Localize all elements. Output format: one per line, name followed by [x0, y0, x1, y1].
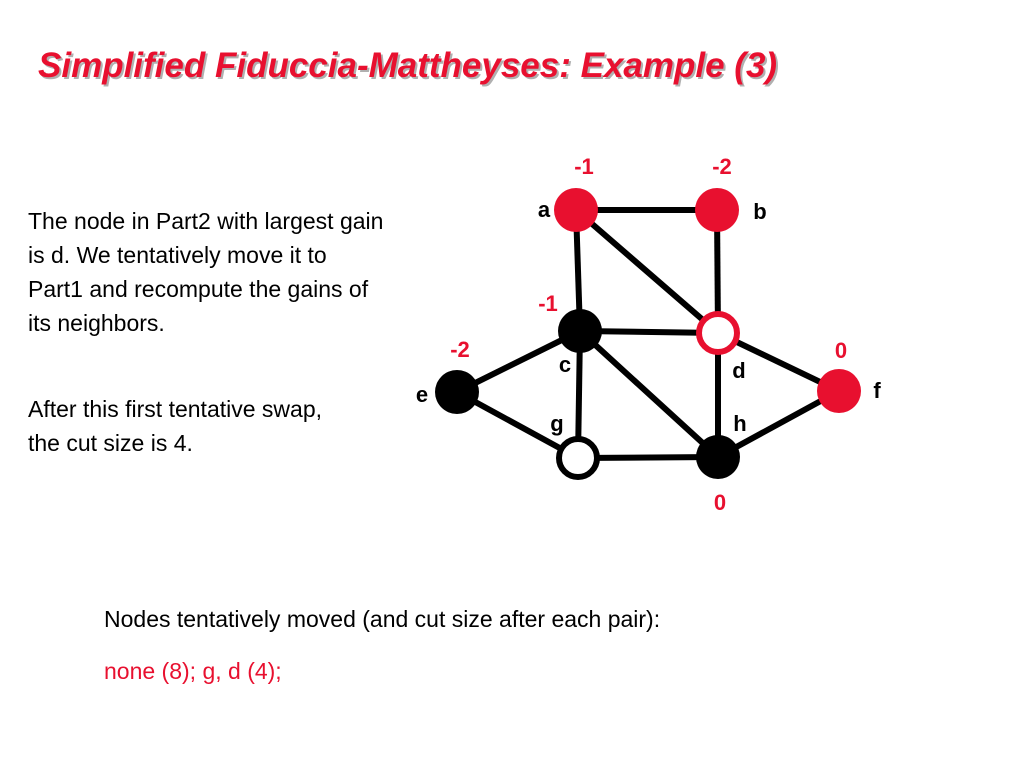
node-label-b: b	[753, 199, 766, 224]
moves-list: none (8); g, d (4);	[104, 658, 282, 684]
node-label-f: f	[873, 378, 881, 403]
gain-label-e: -2	[450, 337, 470, 362]
edge-c-h	[577, 328, 721, 460]
node-e	[435, 370, 479, 414]
edge-h-f	[716, 388, 841, 460]
graph-nodes	[435, 188, 861, 480]
node-h	[696, 435, 740, 479]
slide-title: Simplified Fiduccia-Mattheyses: Example …	[38, 46, 778, 85]
gain-label-c: -1	[538, 291, 558, 316]
node-label-c: c	[559, 352, 571, 377]
edge-c-d	[579, 328, 719, 336]
graph-edges	[455, 207, 841, 461]
node-b	[695, 188, 739, 232]
node-a	[554, 188, 598, 232]
gain-label-h: 0	[714, 490, 726, 515]
gain-label-b: -2	[712, 154, 732, 179]
edge-e-g	[455, 389, 580, 461]
description-paragraph-1: The node in Part2 with largest gain is d…	[28, 208, 384, 336]
gain-label-f: 0	[835, 338, 847, 363]
node-label-a: a	[538, 197, 551, 222]
description-paragraph-2: After this first tentative swap, the cut…	[28, 396, 323, 456]
edge-g-h	[577, 454, 719, 461]
node-c	[558, 309, 602, 353]
node-f	[817, 369, 861, 413]
graph-labels: a -1 b -2 c -1 d e -2 f 0 g h 0	[416, 154, 881, 515]
node-label-e: e	[416, 382, 428, 407]
edge-d-f	[716, 330, 841, 394]
node-label-g: g	[550, 411, 563, 436]
edge-a-d	[574, 207, 720, 336]
moves-heading: Nodes tentatively moved (and cut size af…	[104, 606, 661, 632]
gain-label-a: -1	[574, 154, 594, 179]
node-label-h: h	[733, 411, 746, 436]
node-g	[556, 436, 600, 480]
node-d	[696, 311, 740, 355]
node-label-d: d	[732, 358, 745, 383]
edge-c-e	[455, 328, 582, 395]
